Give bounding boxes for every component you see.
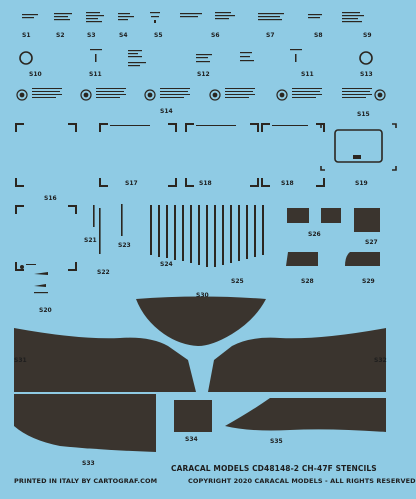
vertical-strips bbox=[93, 204, 264, 267]
label-s11a: S11 bbox=[89, 71, 102, 78]
label-s24: S24 bbox=[160, 261, 173, 268]
label-s11b: S11 bbox=[301, 71, 314, 78]
label-s2: S2 bbox=[56, 32, 65, 39]
bracket-text-lines bbox=[110, 125, 308, 126]
corner-brackets bbox=[15, 123, 325, 271]
stencil-row-second bbox=[19, 49, 373, 67]
label-s35: S35 bbox=[270, 438, 283, 445]
label-s17: S17 bbox=[125, 180, 138, 187]
panel-s33 bbox=[14, 394, 156, 452]
label-s32: S32 bbox=[374, 357, 387, 364]
label-s22: S22 bbox=[97, 269, 110, 276]
label-s29: S29 bbox=[362, 278, 375, 285]
footer-copyright: COPYRIGHT 2020 CARACAL MODELS - ALL RIGH… bbox=[188, 477, 416, 485]
label-s21: S21 bbox=[84, 237, 97, 244]
label-s14: S14 bbox=[160, 108, 173, 115]
label-s27: S27 bbox=[365, 239, 378, 246]
label-s34: S34 bbox=[185, 436, 198, 443]
label-s31: S31 bbox=[14, 357, 27, 364]
label-s18b: S18 bbox=[281, 180, 294, 187]
label-s13: S13 bbox=[360, 71, 373, 78]
label-s7: S7 bbox=[266, 32, 275, 39]
label-s9: S9 bbox=[363, 32, 372, 39]
panel-s30 bbox=[136, 296, 266, 346]
label-s18a: S18 bbox=[199, 180, 212, 187]
label-s1: S1 bbox=[22, 32, 31, 39]
label-s33: S33 bbox=[82, 460, 95, 467]
label-s8: S8 bbox=[314, 32, 323, 39]
label-s30: S30 bbox=[196, 292, 209, 299]
label-s28: S28 bbox=[301, 278, 314, 285]
stencil-s20 bbox=[20, 264, 48, 294]
panel-s32 bbox=[208, 328, 386, 392]
stencil-row-roundels bbox=[16, 88, 386, 101]
label-s5: S5 bbox=[154, 32, 163, 39]
label-s12: S12 bbox=[197, 71, 210, 78]
stencil-row-top bbox=[22, 12, 364, 23]
panel-s31 bbox=[14, 328, 196, 392]
label-s20: S20 bbox=[39, 307, 52, 314]
solid-panels-right bbox=[286, 208, 380, 266]
label-s15: S15 bbox=[357, 111, 370, 118]
label-s25: S25 bbox=[231, 278, 244, 285]
decal-sheet: S1 S2 S3 S4 S5 S6 S7 S8 S9 S10 S11 S12 S… bbox=[14, 12, 397, 467]
footer-printed: PRINTED IN ITALY BY CARTOGRAF.COM bbox=[14, 477, 158, 485]
label-s6: S6 bbox=[211, 32, 220, 39]
footer-title: CARACAL MODELS CD48148-2 CH-47F STENCILS bbox=[171, 464, 377, 473]
label-s26: S26 bbox=[308, 231, 321, 238]
label-s23: S23 bbox=[118, 242, 131, 249]
stencil-frame-s19 bbox=[320, 123, 397, 171]
stencil-labels: S1 S2 S3 S4 S5 S6 S7 S8 S9 S10 S11 S12 S… bbox=[14, 32, 387, 467]
label-s3: S3 bbox=[87, 32, 96, 39]
label-s4: S4 bbox=[119, 32, 128, 39]
panel-s34 bbox=[174, 400, 212, 432]
label-s16: S16 bbox=[44, 195, 57, 202]
panel-s35 bbox=[225, 398, 386, 432]
label-s19: S19 bbox=[355, 180, 368, 187]
label-s10: S10 bbox=[29, 71, 42, 78]
